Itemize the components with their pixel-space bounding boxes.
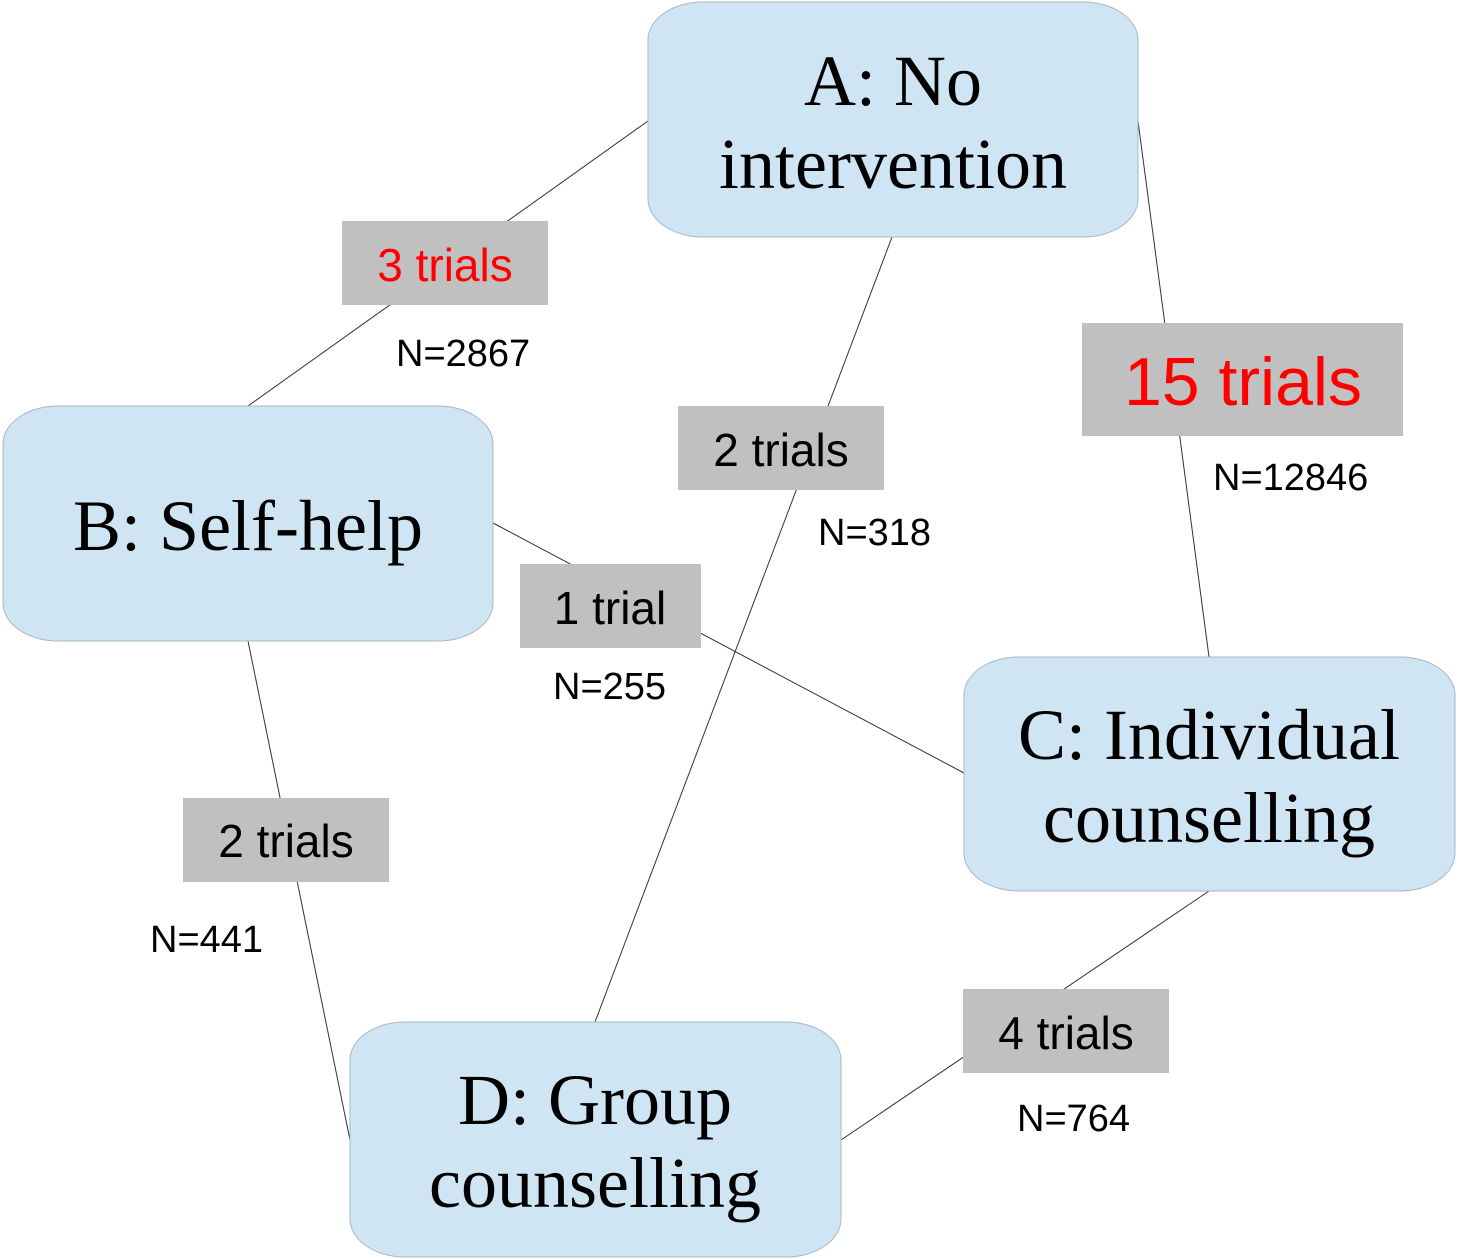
trials-a-b: 3 trials	[377, 239, 512, 291]
n-a-b: N=2867	[396, 333, 530, 375]
node-c-line1: C: Individual	[1018, 695, 1400, 775]
node-d-line1: D: Group	[458, 1060, 732, 1140]
node-b-line1: B: Self-help	[73, 486, 423, 566]
n-b-d: N=441	[150, 919, 263, 961]
edge-label-a-b: 3 trials N=2867	[342, 221, 548, 375]
trials-b-c: 1 trial	[554, 582, 666, 634]
trials-a-c: 15 trials	[1124, 344, 1362, 420]
n-b-c: N=255	[553, 666, 666, 708]
n-a-d: N=318	[818, 512, 931, 554]
trials-c-d: 4 trials	[998, 1007, 1133, 1059]
edge-a-d	[594, 236, 893, 1023]
edge-label-c-d: 4 trials N=764	[963, 989, 1169, 1140]
node-a-line2: intervention	[719, 124, 1067, 204]
edge-b-d	[247, 640, 351, 1141]
edge-label-b-d: 2 trials N=441	[150, 798, 389, 961]
trials-a-d: 2 trials	[713, 424, 848, 476]
node-b: B: Self-help	[2, 405, 494, 642]
node-a: A: No intervention	[647, 1, 1139, 238]
trials-b-d: 2 trials	[218, 815, 353, 867]
edge-label-b-c: 1 trial N=255	[520, 564, 701, 708]
node-a-line1: A: No	[804, 41, 982, 121]
node-c: C: Individual counselling	[963, 656, 1456, 892]
node-d-line2: counselling	[429, 1143, 761, 1223]
edge-label-a-d: 2 trials N=318	[678, 406, 931, 554]
edge-label-a-c: 15 trials N=12846	[1082, 323, 1403, 499]
node-c-line2: counselling	[1043, 778, 1375, 858]
n-a-c: N=12846	[1213, 457, 1368, 499]
node-d: D: Group counselling	[349, 1021, 842, 1258]
n-c-d: N=764	[1017, 1098, 1130, 1140]
